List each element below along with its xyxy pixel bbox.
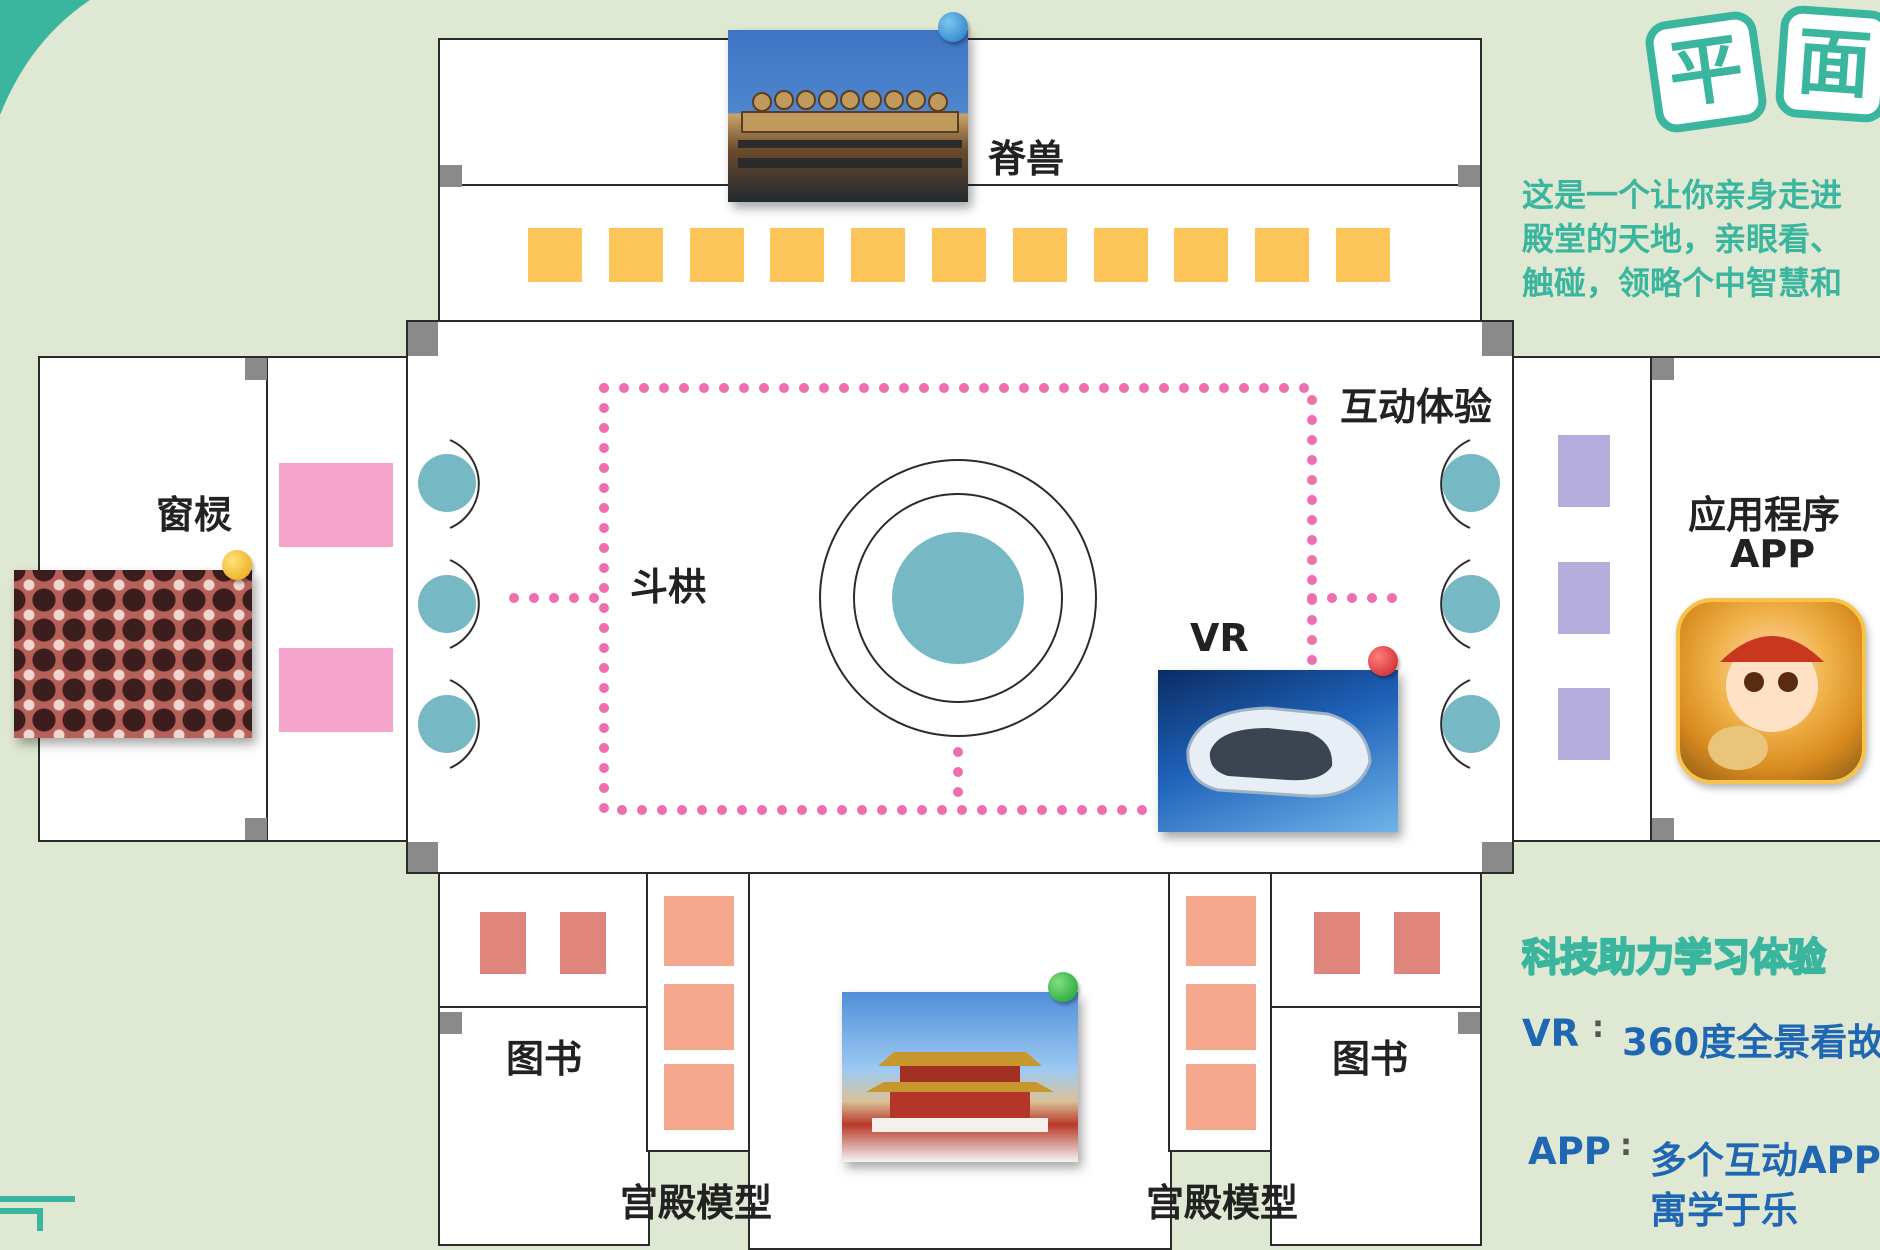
label-vr: VR	[1190, 616, 1249, 660]
vr-headset-illustration	[1186, 706, 1372, 798]
tech-vr-text: 360度全景看故	[1622, 1021, 1880, 1064]
bottom-room-left	[438, 1006, 650, 1246]
app-station	[1558, 688, 1610, 760]
interactive-seat-brackets	[449, 439, 1471, 769]
dougong-dotted-path	[509, 383, 1407, 815]
book-shelf	[1394, 912, 1440, 974]
ridge-beast-exhibit	[528, 228, 582, 282]
label-books-left: 图书	[506, 1037, 583, 1081]
intro-line-1: 这是一个让你亲身走进	[1522, 176, 1843, 214]
label-books-right: 图书	[1332, 1037, 1409, 1081]
interactive-seat	[418, 575, 476, 633]
corner-arc-decoration	[0, 0, 90, 115]
tech-heading: 科技助力学习体验	[1521, 934, 1827, 980]
wall-pillar	[440, 165, 462, 187]
palace-model-case	[664, 1064, 734, 1130]
ridge-beast-exhibit	[689, 228, 744, 282]
title-char-1: 平	[1642, 8, 1770, 136]
palace-photo	[842, 992, 1078, 1162]
intro-line-2: 殿堂的天地，亲眼看、	[1522, 220, 1843, 258]
ridge-beast-exhibit	[1336, 228, 1390, 282]
blue-pushpin-icon	[938, 12, 968, 42]
wall-pillar	[408, 322, 438, 356]
corner-bracket-decoration	[0, 1196, 75, 1231]
label-window-lattice: 窗棂	[156, 493, 233, 537]
palace-model-case	[1186, 896, 1256, 966]
tech-app-text-1: 多个互动APP	[1650, 1139, 1880, 1182]
window-lattice-exhibit	[279, 463, 393, 547]
label-interactive: 互动体验	[1340, 385, 1493, 429]
wall-pillar	[440, 1012, 462, 1034]
title-char-2: 面	[1774, 4, 1880, 124]
interactive-seat	[1442, 454, 1500, 512]
window-lattice-photo	[14, 570, 252, 738]
palace-illustration	[866, 1052, 1054, 1132]
interactive-seat	[418, 454, 476, 512]
wall-pillar	[1482, 842, 1512, 872]
intro-line-3: 触碰，领略个中智慧和	[1522, 264, 1843, 302]
wall-pillar	[1652, 818, 1674, 840]
book-shelf	[480, 912, 526, 974]
roof-ridge-illustration	[738, 90, 962, 168]
ridge-beasts-photo	[728, 30, 968, 202]
label-palace-model-left: 宫殿模型	[620, 1181, 773, 1225]
red-pushpin-icon	[1368, 646, 1398, 676]
label-ridge-beasts: 脊兽	[988, 137, 1065, 181]
app-station	[1558, 562, 1610, 634]
tech-app-separator: :	[1620, 1128, 1632, 1163]
yellow-pushpin-icon	[222, 550, 252, 580]
app-station	[1558, 435, 1610, 507]
tech-app-text-2: 寓学于乐	[1650, 1189, 1798, 1232]
wall-pillar	[1482, 322, 1512, 356]
palace-model-case	[1186, 984, 1256, 1050]
label-app-line1: 应用程序	[1688, 493, 1841, 537]
palace-model-case	[664, 896, 734, 966]
ridge-beast-exhibit	[932, 228, 986, 282]
book-shelf	[1314, 912, 1360, 974]
wall-pillar	[1458, 1012, 1480, 1034]
interactive-seat	[1442, 575, 1500, 633]
ridge-beast-exhibit	[1012, 228, 1067, 282]
app-icon[interactable]	[1676, 598, 1866, 784]
bottom-room-right	[1270, 1006, 1482, 1246]
tech-app-key: APP	[1528, 1130, 1611, 1173]
center-rotunda	[819, 459, 1097, 737]
ridge-beast-exhibit	[851, 228, 906, 282]
label-palace-model-right: 宫殿模型	[1146, 1181, 1299, 1225]
ridge-beast-exhibit	[608, 228, 663, 282]
palace-model-case	[1186, 1064, 1256, 1130]
palace-model-case	[664, 984, 734, 1050]
wall-pillar	[245, 358, 267, 380]
wall-pillar	[408, 842, 438, 872]
vr-headset-photo	[1158, 670, 1398, 832]
wall-pillar	[245, 818, 267, 840]
tech-vr-separator: :	[1592, 1010, 1604, 1045]
ridge-beast-exhibit	[1255, 228, 1310, 282]
label-dougong: 斗栱	[630, 565, 707, 609]
book-shelf	[560, 912, 606, 974]
ridge-beast-exhibit	[1093, 228, 1148, 282]
app-character-illustration	[1708, 636, 1824, 770]
ridge-beast-exhibit	[1174, 228, 1229, 282]
green-pushpin-icon	[1048, 972, 1078, 1002]
interactive-seat	[1442, 695, 1500, 753]
wall-pillar	[1458, 165, 1480, 187]
left-room-inner	[266, 356, 410, 842]
wall-pillar	[1652, 358, 1674, 380]
interactive-seat	[418, 695, 476, 753]
ridge-beast-exhibit	[770, 228, 825, 282]
window-lattice-exhibit	[279, 648, 393, 732]
tech-vr-key: VR	[1522, 1012, 1580, 1055]
label-app-line2: APP	[1730, 532, 1816, 576]
